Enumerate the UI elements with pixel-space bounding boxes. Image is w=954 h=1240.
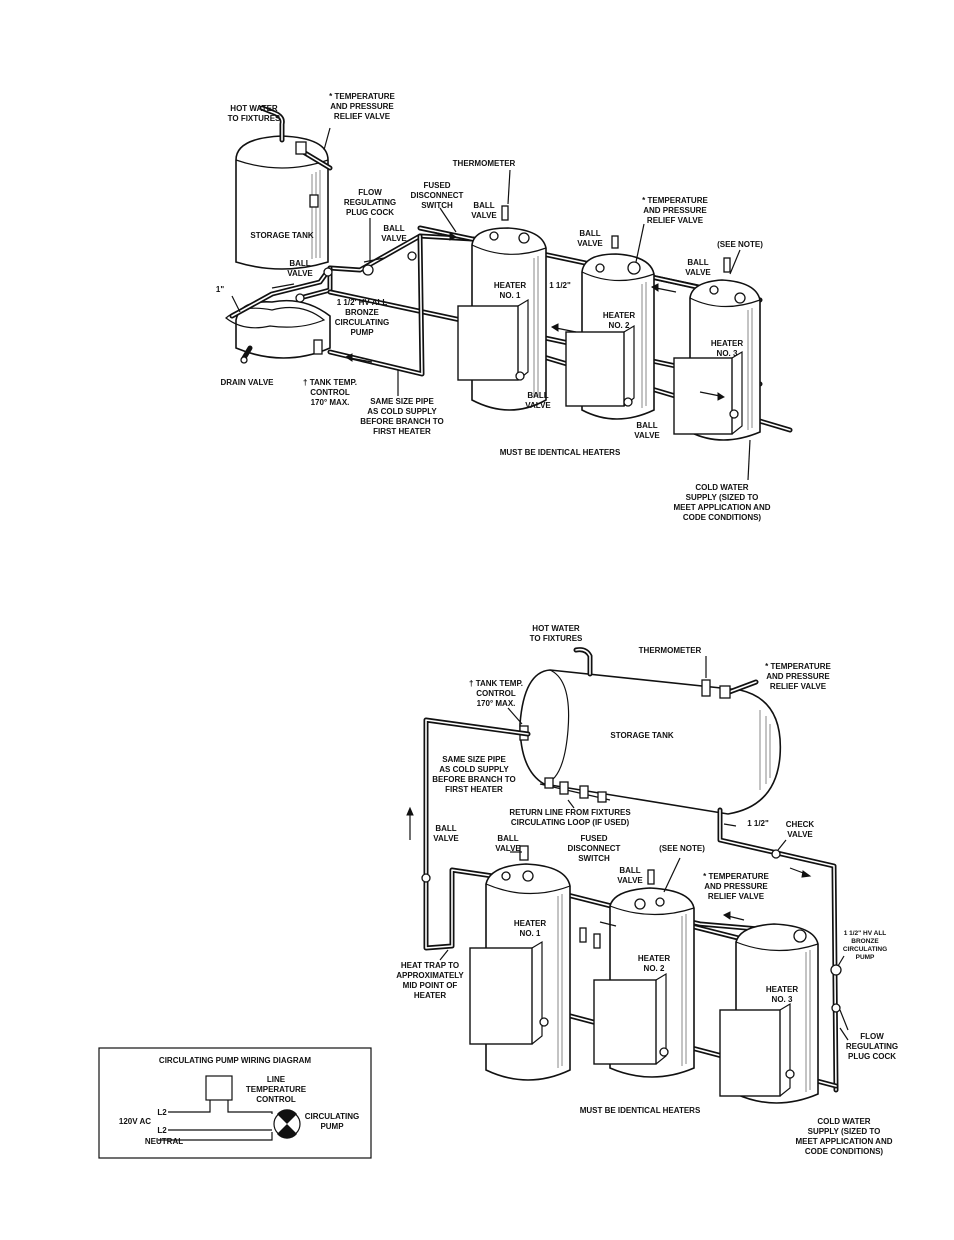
top-tp-valve-icon (295, 141, 307, 155)
bottom-thermometer-icon (701, 679, 711, 697)
top-thermometer-label: THERMOMETER (453, 159, 516, 168)
bottom-check-valve-icon (771, 849, 781, 859)
top-ball-valve-icon (323, 267, 333, 277)
bottom-see-note-label: (SEE NOTE) (659, 844, 705, 853)
bottom-heater-3 (719, 923, 819, 1104)
top-pipe-size-label: 1 1/2" (549, 281, 571, 290)
top-one-inch-label: 1" (216, 285, 224, 294)
top-see-note-label: (SEE NOTE) (717, 240, 763, 249)
top-drain-valve-label: DRAIN VALVE (220, 378, 274, 387)
wiring-l2-bottom: L2 (157, 1126, 167, 1135)
wiring-l2-top: L2 (157, 1108, 167, 1117)
bottom-identical-heaters-label: MUST BE IDENTICAL HEATERS (580, 1106, 701, 1115)
top-identical-heaters-label: MUST BE IDENTICAL HEATERS (500, 448, 621, 457)
line-temperature-control-icon (205, 1075, 233, 1101)
wiring-neutral: NEUTRAL (145, 1137, 183, 1146)
bottom-pipe-size-label: 1 1/2" (747, 819, 769, 828)
bottom-storage-tank-label: STORAGE TANK (610, 731, 673, 740)
bottom-storage-tank (519, 669, 782, 815)
circulating-pump-icon (273, 1109, 301, 1139)
bottom-heater-2 (593, 887, 695, 1078)
top-heater-1 (457, 227, 547, 411)
top-thermometer-icon (501, 205, 509, 221)
bottom-thermometer-label: THERMOMETER (639, 646, 702, 655)
top-storage-tank-label: STORAGE TANK (250, 231, 313, 240)
wiring-voltage: 120V AC (119, 1117, 151, 1126)
top-heater-2 (565, 253, 655, 420)
top-heater-3 (673, 279, 761, 441)
bottom-heater-1 (469, 863, 571, 1081)
bottom-pump-icon (830, 964, 842, 976)
top-storage-tank (235, 135, 329, 270)
wiring-title: CIRCULATING PUMP WIRING DIAGRAM (159, 1056, 311, 1065)
wiring-diagram-frame (98, 1047, 372, 1159)
